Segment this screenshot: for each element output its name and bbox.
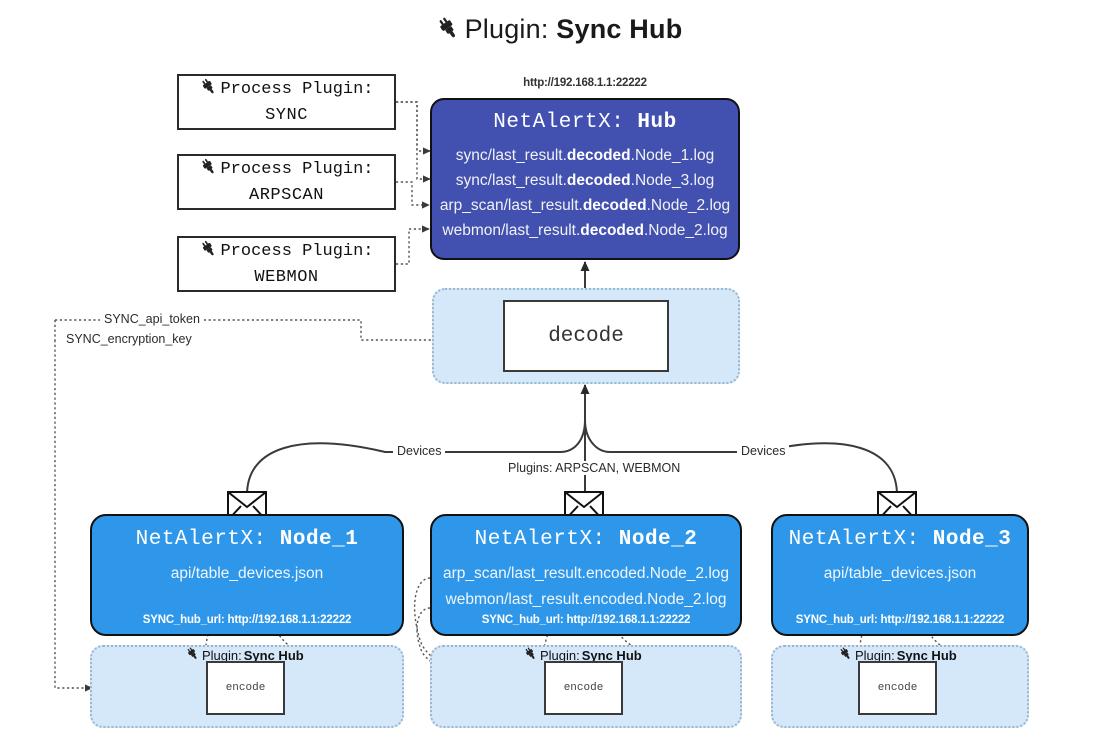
hub-log-row: sync/last_result.decoded.Node_1.log bbox=[455, 147, 715, 164]
encode-label: encode bbox=[225, 682, 266, 694]
node-line: webmon/last_result.encoded.Node_2.log bbox=[445, 591, 727, 608]
plug-icon bbox=[185, 646, 200, 664]
node-hub-url: SYNC_hub_url: http://192.168.1.1:22222 bbox=[481, 614, 691, 626]
process-plugin-name: SYNC bbox=[265, 105, 308, 125]
hub-title: NetAlertX: Hub bbox=[493, 111, 677, 134]
zone-caption-name: Sync Hub bbox=[243, 647, 304, 663]
plug-icon bbox=[435, 15, 461, 48]
process-plugin-name: ARPSCAN bbox=[249, 185, 324, 205]
decode-label: decode bbox=[548, 324, 624, 348]
title-name: Sync Hub bbox=[556, 14, 683, 44]
node-card-node3[interactable]: NetAlertX: Node_3 api/table_devices.json… bbox=[771, 514, 1029, 636]
node-card-node2[interactable]: NetAlertX: Node_2 arp_scan/last_result.e… bbox=[430, 514, 742, 636]
node-title: NetAlertX: Node_1 bbox=[135, 528, 359, 551]
plug-icon bbox=[199, 77, 218, 105]
node-card-node1[interactable]: NetAlertX: Node_1 api/table_devices.json… bbox=[90, 514, 404, 636]
node-title: NetAlertX: Node_3 bbox=[788, 528, 1012, 551]
encode-box-node2[interactable]: encode bbox=[544, 661, 623, 715]
zone-caption-name: Sync Hub bbox=[896, 647, 957, 663]
node-line-list: api/table_devices.json bbox=[92, 561, 402, 587]
encode-box-node3[interactable]: encode bbox=[858, 661, 937, 715]
plugins-center-label: Plugins: ARPSCAN, WEBMON bbox=[504, 461, 685, 475]
node-line: arp_scan/last_result.encoded.Node_2.log bbox=[442, 565, 730, 582]
plug-icon bbox=[523, 646, 538, 664]
hub-card[interactable]: NetAlertX: Hub sync/last_result.decoded.… bbox=[430, 98, 740, 260]
page-title: Plugin: Sync Hub bbox=[0, 14, 1117, 48]
process-plugin-name: WEBMON bbox=[254, 267, 319, 287]
plug-icon bbox=[199, 157, 218, 185]
hub-log-list: sync/last_result.decoded.Node_1.log sync… bbox=[432, 143, 738, 243]
process-plugin-label: Process Plugin: bbox=[220, 80, 374, 100]
hub-log-row: sync/last_result.decoded.Node_3.log bbox=[455, 172, 715, 189]
sync-api-token-label: SYNC_api_token bbox=[100, 312, 204, 326]
process-plugin-arpscan[interactable]: Process Plugin: ARPSCAN bbox=[177, 154, 396, 210]
node-hub-url: SYNC_hub_url: http://192.168.1.1:22222 bbox=[795, 614, 1005, 626]
hub-url-label: http://192.168.1.1:22222 bbox=[523, 77, 647, 89]
process-plugin-label: Process Plugin: bbox=[220, 160, 374, 180]
encode-zone-caption-node3: Plugin: Sync Hub bbox=[838, 646, 957, 664]
encode-label: encode bbox=[877, 682, 918, 694]
node-line: api/table_devices.json bbox=[170, 565, 324, 582]
node-line-list: api/table_devices.json bbox=[773, 561, 1027, 587]
process-plugin-sync[interactable]: Process Plugin: SYNC bbox=[177, 74, 396, 130]
node-title: NetAlertX: Node_2 bbox=[474, 528, 698, 551]
plug-icon bbox=[199, 239, 218, 267]
encode-box-node1[interactable]: encode bbox=[206, 661, 285, 715]
process-plugin-label: Process Plugin: bbox=[220, 242, 374, 262]
sync-encryption-key-label: SYNC_encryption_key bbox=[62, 332, 196, 346]
hub-log-row: arp_scan/last_result.decoded.Node_2.log bbox=[439, 197, 731, 214]
plug-icon bbox=[838, 646, 853, 664]
zone-caption-name: Sync Hub bbox=[581, 647, 642, 663]
encode-zone-caption-node2: Plugin: Sync Hub bbox=[523, 646, 642, 664]
encode-zone-caption-node1: Plugin: Sync Hub bbox=[185, 646, 304, 664]
node-line: api/table_devices.json bbox=[823, 565, 977, 582]
decode-box[interactable]: decode bbox=[503, 300, 669, 372]
process-plugin-webmon[interactable]: Process Plugin: WEBMON bbox=[177, 236, 396, 292]
node-line-list: arp_scan/last_result.encoded.Node_2.log … bbox=[432, 561, 740, 613]
encode-label: encode bbox=[563, 682, 604, 694]
node-hub-url: SYNC_hub_url: http://192.168.1.1:22222 bbox=[142, 614, 352, 626]
devices-right-label: Devices bbox=[737, 444, 790, 458]
zone-caption-prefix: Plugin: bbox=[202, 647, 242, 663]
hub-log-row: webmon/last_result.decoded.Node_2.log bbox=[442, 222, 728, 239]
devices-left-label: Devices bbox=[393, 444, 446, 458]
zone-caption-prefix: Plugin: bbox=[855, 647, 895, 663]
zone-caption-prefix: Plugin: bbox=[540, 647, 580, 663]
title-prefix: Plugin: bbox=[464, 14, 557, 44]
